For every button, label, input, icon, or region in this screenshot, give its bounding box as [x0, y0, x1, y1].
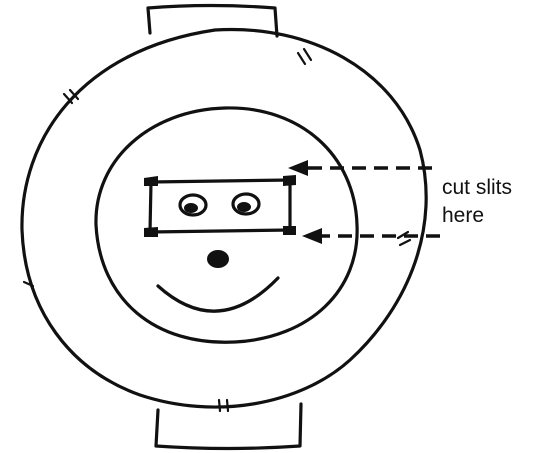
upper-arrow: [288, 160, 432, 176]
top-strap-tab: [146, 3, 279, 38]
annotation-line-1: cut slits: [442, 176, 512, 199]
outer-ring: [20, 27, 428, 409]
annotation-line-2: here: [442, 204, 484, 227]
lower-arrow: [302, 228, 440, 244]
eye-window: [148, 178, 292, 234]
smile: [156, 276, 280, 313]
ring-tick-marks: [22, 47, 412, 413]
bottom-strap-tab: [154, 402, 303, 451]
nose: [207, 250, 229, 268]
inner-face-circle: [94, 106, 359, 344]
slit-marks: [144, 175, 296, 237]
right-eye: [231, 192, 261, 216]
left-eye: [178, 193, 208, 217]
